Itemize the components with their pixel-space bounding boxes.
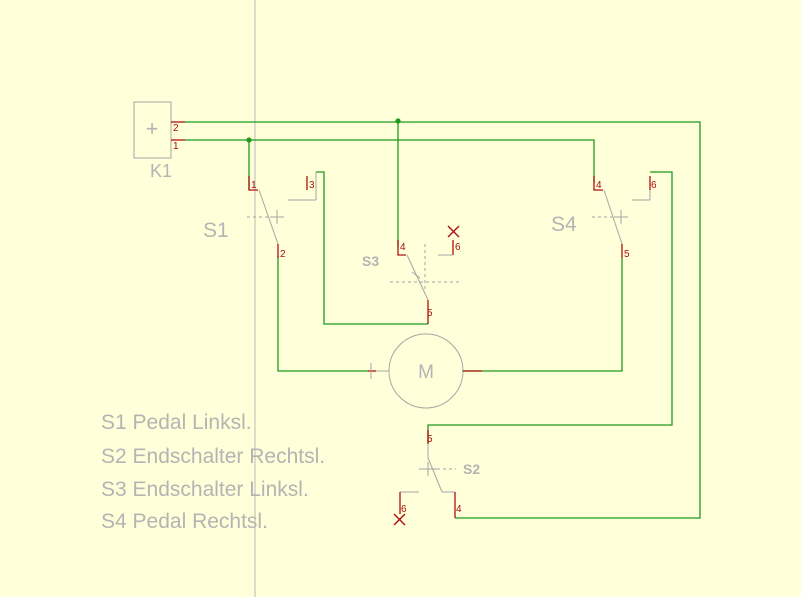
s4-terminal-5: 5 [624,249,630,260]
s2-terminal-4: 4 [456,504,462,515]
legend-line-s3: S3 Endschalter Linksl. [101,478,309,501]
supply-terminal-2: 2 [173,123,179,134]
wire-supply-2-to-s2 [185,121,701,519]
s3-roller [411,271,421,279]
legend-line-s2: S2 Endschalter Rechtsl. [101,445,325,468]
s3-label: S3 [362,253,379,269]
s2-label: S2 [463,461,480,477]
s1-lever [258,189,279,245]
s4-terminal-6: 6 [651,180,657,191]
switch-s3: 4 6 5 S3 [362,225,462,324]
supply-box [133,101,172,159]
s1-terminal-1: 1 [251,180,257,191]
supply-k1: + 2 1 K1 [133,101,185,181]
legend-line-s1: S1 Pedal Linksl. [101,411,252,434]
s4-label: S4 [551,213,577,236]
s1-terminal-2: 2 [280,249,286,260]
s1-terminal-3: 3 [309,180,315,191]
s1-label: S1 [203,219,229,242]
s2-unused-terminal-cross [393,513,406,526]
s2-lever [427,457,443,493]
plus-symbol: + [146,116,159,141]
motor-label: M [418,362,434,383]
switch-s4: 4 6 5 S4 [551,176,657,260]
wire-s4-6-to-s2-5 [427,171,673,443]
supply-terminal-1: 1 [173,141,179,152]
s3-terminal-5: 5 [427,308,433,319]
wire-s1-3-to-s3-5 [316,171,428,325]
legend-line-s4: S4 Pedal Rechtsl. [101,510,268,533]
s4-terminal-4: 4 [596,180,602,191]
legend: S1 Pedal Linksl. S2 Endschalter Rechtsl.… [101,411,325,533]
s2-terminal-6: 6 [401,504,407,515]
s3-terminal-4: 4 [400,242,406,253]
junction-dot [246,137,252,143]
switch-s2: 5 S2 6 4 [393,430,480,526]
s3-terminal-4-lead [397,240,406,256]
s1-terminal-1-lead [248,176,258,191]
s3-unused-terminal-cross [447,225,460,238]
motor: M [368,333,482,409]
s3-terminal-6: 6 [455,242,461,253]
wire-motor-to-s4-5 [462,258,623,372]
s3-lever [406,254,429,301]
wire-s1-2-to-motor [277,256,368,372]
junction-dot [395,118,401,124]
s2-terminal-5: 5 [427,434,433,445]
supply-label: K1 [150,161,172,181]
switch-s1: 1 3 2 S1 [203,172,317,260]
wire-supply-1-to-s4 [185,139,595,183]
s4-terminal-4-lead [593,176,603,191]
